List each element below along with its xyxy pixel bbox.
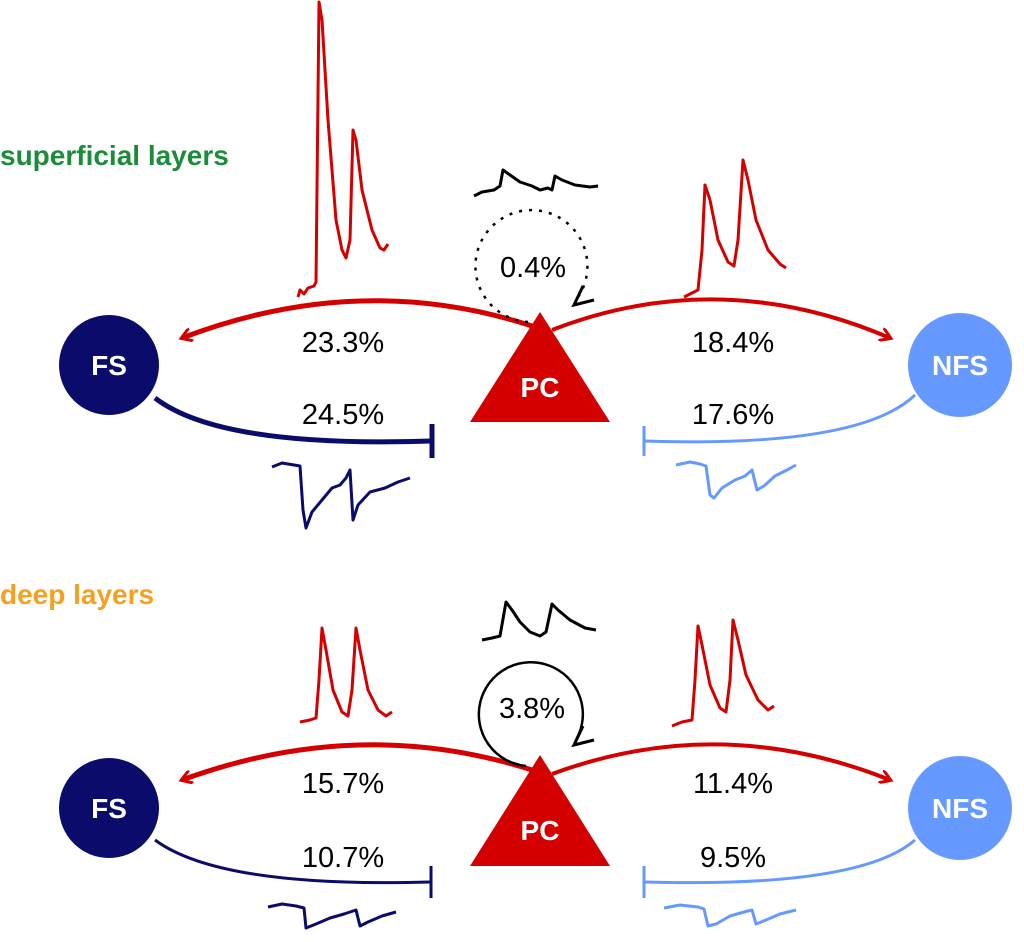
ipsp-trace-fs (267, 902, 397, 930)
pc-node (470, 755, 610, 866)
nfs-to-pc-label: 17.6% (692, 399, 774, 431)
fs-to-pc-label: 24.5% (302, 399, 384, 431)
fs-node (59, 315, 159, 415)
inhibitory-nfs-to-pc (644, 838, 916, 885)
inhibitory-fs-to-pc (153, 396, 431, 445)
panel-superficial: superficial layers FS PC NFS 23.3% 18.4%… (0, 0, 1012, 530)
nfs-label: NFS (932, 793, 988, 824)
nfs-to-pc-label: 9.5% (700, 842, 766, 874)
ipsp-trace-nfs (675, 460, 797, 500)
recurrent-loop-pc (474, 208, 589, 324)
arrow-pc-to-fs (182, 298, 533, 338)
pc-node (470, 312, 610, 422)
inhibitory-nfs-to-pc (644, 393, 917, 444)
fs-label: FS (91, 793, 127, 824)
pc-to-fs-label: 23.3% (302, 327, 384, 359)
nfs-node (908, 313, 1012, 417)
fs-to-pc-label: 10.7% (302, 842, 384, 874)
pc-to-nfs-label: 18.4% (692, 327, 774, 359)
panel-title: deep layers (0, 579, 154, 610)
pc-to-pc-label: 3.8% (499, 693, 565, 725)
recurrent-arrowhead (571, 285, 595, 308)
epsp-trace-fs (299, 626, 393, 724)
panel-title: superficial layers (0, 140, 229, 171)
fs-label: FS (91, 350, 127, 381)
arrow-pc-to-fs (182, 742, 533, 780)
epsp-trace-nfs (683, 158, 787, 299)
epsp-trace-fs (296, 0, 390, 298)
ipsp-trace-nfs (663, 903, 797, 928)
pc-to-nfs-label: 11.4% (693, 768, 773, 800)
recurrent-arrowhead (571, 725, 595, 748)
nfs-node (908, 756, 1012, 860)
fs-node (59, 758, 159, 858)
arrow-pc-to-nfs (551, 742, 890, 780)
nfs-label: NFS (932, 350, 988, 381)
inhibitory-fs-to-pc (154, 838, 431, 885)
pc-to-fs-label: 15.7% (302, 768, 384, 800)
panel-deep: deep layers FS PC NFS 15.7% 11.4% 10.7% … (0, 579, 1012, 930)
arrow-pc-to-nfs (551, 297, 890, 338)
epsp-trace-pc-recurrent (481, 600, 597, 642)
epsp-trace-pc-recurrent (473, 168, 599, 198)
pc-label: PC (521, 815, 560, 846)
recurrent-loop-pc (477, 661, 585, 768)
pc-label: PC (521, 372, 560, 403)
epsp-trace-nfs (671, 618, 775, 728)
ipsp-trace-fs (271, 461, 411, 530)
pc-to-pc-label: 0.4% (500, 252, 566, 284)
